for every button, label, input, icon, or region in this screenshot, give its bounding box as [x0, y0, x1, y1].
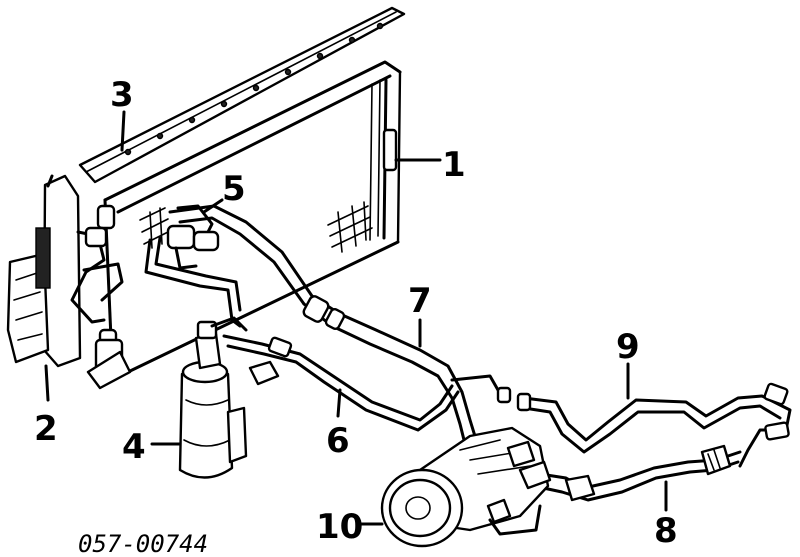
- side-bracket: [6, 174, 132, 390]
- leader-5: [202, 198, 224, 214]
- compressor: [380, 426, 552, 548]
- leader-3: [120, 110, 126, 152]
- callout-5: 5: [222, 169, 246, 209]
- leader-6: [336, 388, 342, 418]
- callout-10: 10: [316, 507, 363, 547]
- callout-3: 3: [110, 75, 134, 115]
- receiver-drier: [178, 316, 248, 479]
- callout-2: 2: [34, 409, 58, 449]
- suction-hose: [532, 444, 742, 502]
- callout-1: 1: [442, 145, 466, 185]
- callout-8: 8: [654, 511, 678, 551]
- callout-4: 4: [122, 427, 146, 467]
- condenser: [96, 60, 402, 374]
- liquid-line: [144, 236, 460, 432]
- diagram-code: 057-00744: [78, 530, 208, 557]
- suction-line: [516, 382, 792, 468]
- discharge-hose: [168, 204, 512, 450]
- upper-bracket-rail: [78, 6, 406, 184]
- callout-7: 7: [408, 281, 432, 321]
- fitting-o-ring: [166, 204, 220, 270]
- leader-2: [44, 364, 50, 402]
- leader-lines: [44, 110, 668, 526]
- callout-9: 9: [616, 327, 640, 367]
- callout-6: 6: [326, 421, 350, 461]
